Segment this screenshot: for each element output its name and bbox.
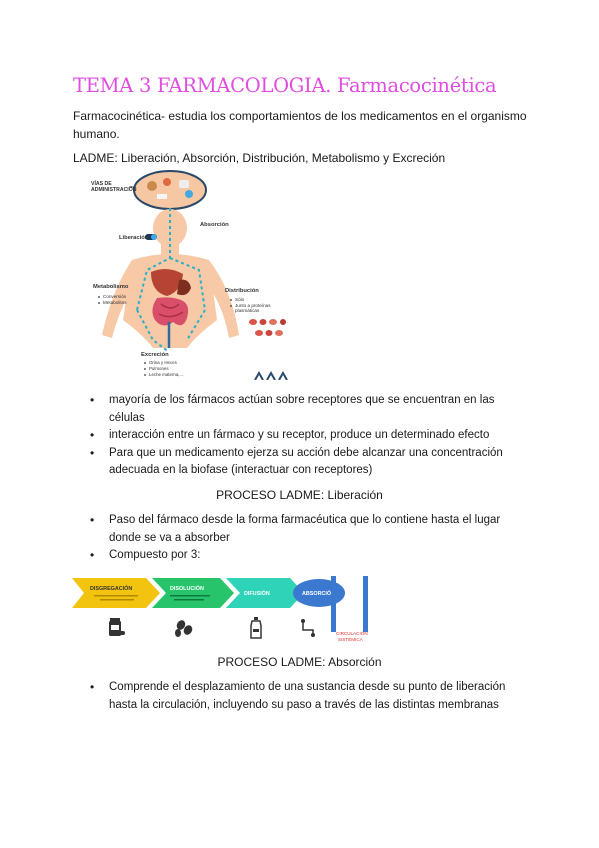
bullet-list-receptores: mayoría de los fármacos actúan sobre rec… [90, 392, 520, 480]
absorcion-label: ABSORCIÓN [302, 589, 335, 597]
metabolismo-item-2: Metabolitos [103, 300, 127, 305]
label-metabolismo: Metabolismo [93, 284, 129, 290]
step-label-disolucion: DISOLUCIÓN [170, 584, 204, 592]
excrecion-item-3: Leche materna,... [149, 372, 183, 377]
liberation-process-diagram: DISGREGACIÓN DISOLUCIÓN DIFUSIÓN ABSORCI… [72, 576, 368, 642]
section-heading-absorcion: PROCESO LADME: Absorción [217, 655, 382, 669]
excrecion-item-2: Pulmones [149, 366, 169, 371]
diffusion-node-icon [301, 619, 315, 637]
pill-bottle-icon [109, 618, 125, 636]
list-item: Comprende el desplazamiento de una susta… [90, 679, 520, 714]
label-absorcion: Absorción [200, 222, 229, 228]
distribucion-item-1: Sólo [235, 297, 245, 302]
section-heading-liberacion: PROCESO LADME: Liberación [216, 488, 383, 502]
bullet-list-liberacion: Paso del fármaco desde la forma farmacéu… [90, 512, 520, 565]
excrecion-item-1: Orina y Heces [149, 360, 178, 365]
step-disolucion-arrow [152, 578, 234, 608]
step-disgregacion-arrow [72, 578, 160, 608]
list-item: interacción entre un fármaco y su recept… [90, 427, 520, 445]
page-title: TEMA 3 FARMACOLOGIA. Farmacocinética [73, 74, 497, 97]
circulation-bar-right [363, 576, 368, 632]
metabolismo-item-1: Conversión [103, 294, 127, 299]
list-item: Compuesto por 3: [90, 547, 520, 565]
intro-paragraph: Farmacocinética- estudia los comportamie… [73, 109, 527, 141]
distribucion-item-2: Junto a proteínas [235, 303, 271, 308]
circulacion-label-1: CIRCULACIÓN [336, 630, 368, 636]
water-bottle-icon [250, 617, 262, 639]
liver [151, 268, 183, 296]
vias-label-1: VÍAS DE [91, 179, 112, 187]
step-label-disgregacion: DISGREGACIÓN [90, 584, 132, 592]
distribucion-item-3: plasmáticas [235, 308, 260, 313]
circulation-bar-left [331, 576, 336, 632]
administration-routes-oval [133, 170, 207, 210]
label-excrecion: Excreción [141, 352, 169, 358]
ladme-body-diagram: VÍAS DE ADMINISTRACIÓN Absorción Liberac… [87, 170, 298, 380]
list-item: Paso del fármaco desde la forma farmacéu… [90, 512, 520, 547]
vias-label-2: ADMINISTRACIÓN [91, 185, 137, 193]
circulacion-label-2: SISTÉMICA [338, 636, 364, 642]
list-item: Para que un medicamento ejerza su acción… [90, 445, 520, 480]
intestines [152, 297, 189, 326]
label-distribucion: Distribución [225, 288, 259, 294]
step-difusion-arrow [226, 578, 304, 608]
ladme-paragraph: LADME: Liberación, Absorción, Distribuci… [73, 151, 446, 165]
step-label-difusion: DIFUSIÓN [244, 589, 270, 597]
label-liberacion: Liberación [119, 235, 149, 241]
bullet-list-absorcion: Comprende el desplazamiento de una susta… [90, 679, 520, 714]
capsules-icon [175, 620, 193, 637]
list-item: mayoría de los fármacos actúan sobre rec… [90, 392, 520, 427]
